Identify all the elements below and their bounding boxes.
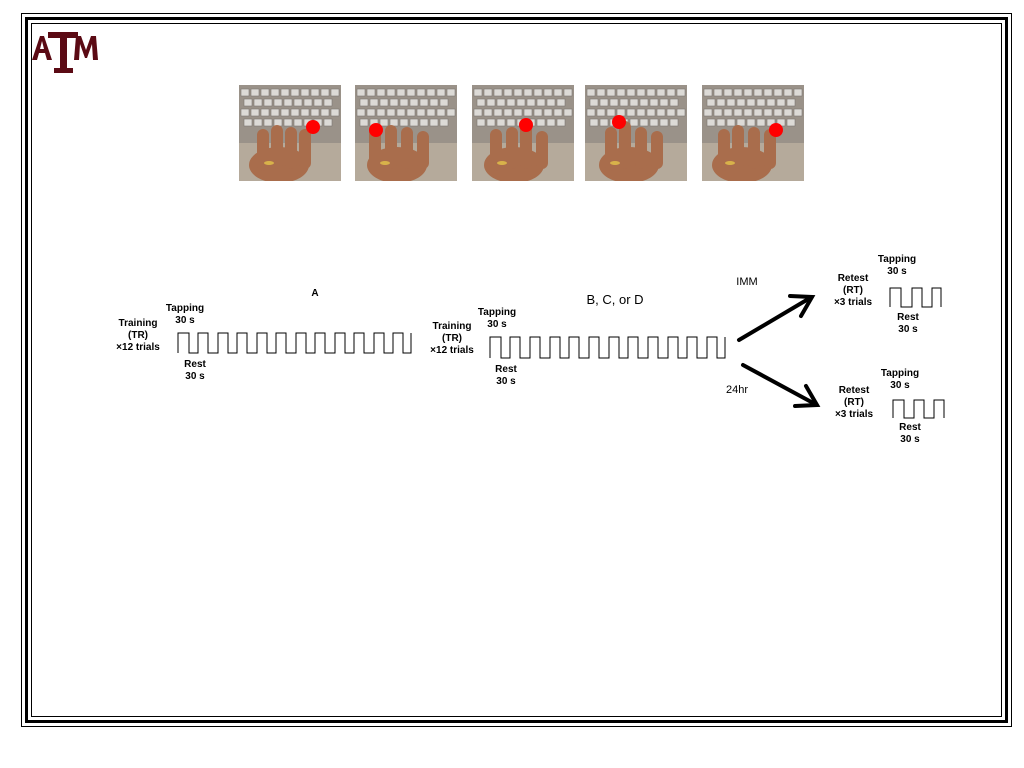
block-b-title: B, C, or D bbox=[565, 294, 665, 306]
24hr-retest-label: Retest(RT)×3 trials bbox=[829, 385, 879, 421]
tapping-rest-waveform-b bbox=[490, 337, 725, 358]
imm-retest-label: Retest(RT)×3 trials bbox=[828, 273, 878, 309]
tapping-rest-waveform-a bbox=[178, 333, 411, 353]
tapping-rest-waveform-24hr bbox=[893, 400, 944, 418]
block-a-title: A bbox=[305, 288, 325, 300]
block-a-training-label: Training(TR)×12 trials bbox=[110, 318, 166, 354]
tapping-rest-waveform-imm bbox=[890, 288, 941, 307]
imm-label: IMM bbox=[730, 276, 764, 288]
arrow-to-24hr bbox=[743, 365, 817, 406]
24hr-label: 24hr bbox=[720, 384, 754, 396]
arrow-to-imm bbox=[739, 296, 812, 340]
